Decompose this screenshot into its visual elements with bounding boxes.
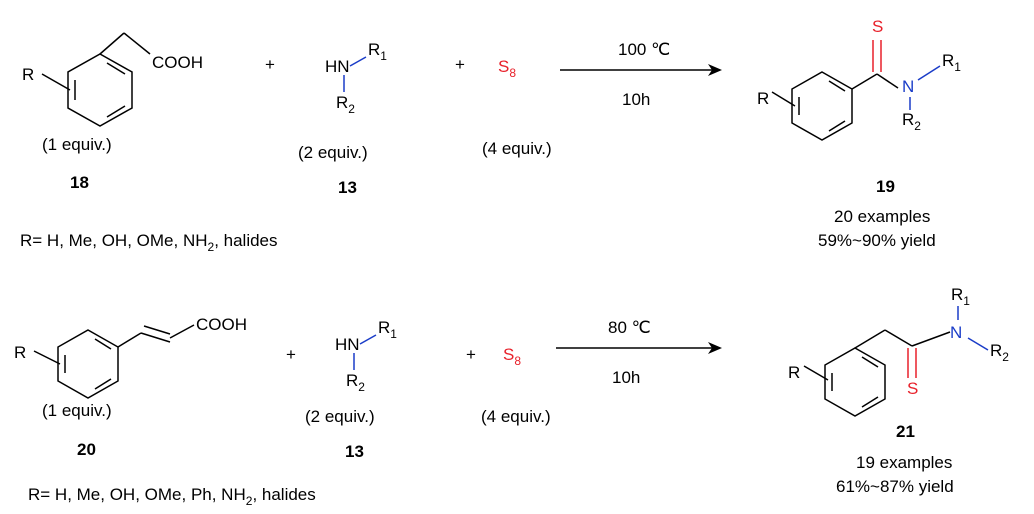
n-label: N — [950, 323, 962, 342]
r-label: R — [788, 363, 800, 382]
r-definition: R= H, Me, OH, OMe, Ph, NH2, halides — [28, 485, 316, 508]
r1-label: R1 — [368, 40, 387, 63]
thione-s-label: S — [907, 379, 918, 398]
cooh-label: COOH — [196, 315, 247, 334]
equiv-amine: (2 equiv.) — [305, 407, 375, 426]
product-19-structure: S N R R1 R2 — [757, 17, 961, 141]
equiv-amine: (2 equiv.) — [298, 143, 368, 162]
thione-s-label: S — [872, 17, 883, 36]
plus-sign: + — [286, 345, 296, 364]
compound-number-18: 18 — [70, 173, 89, 192]
yield-range: 59%~90% yield — [818, 231, 936, 250]
reaction-2: R COOH + HN R1 R2 + S8 80 ℃ 10h — [14, 285, 1009, 508]
reactant-13-structure: HN R1 R2 — [335, 318, 397, 394]
r-label: R — [22, 65, 34, 84]
cooh-label: COOH — [152, 53, 203, 72]
r2-label: R2 — [902, 110, 921, 133]
reactant-18-structure: R COOH — [22, 32, 203, 127]
benzene-ring — [824, 347, 886, 417]
r-label: R — [14, 343, 26, 362]
condition-temperature: 80 ℃ — [608, 318, 651, 337]
equiv-sulfur: (4 equiv.) — [482, 139, 552, 158]
plus-sign: + — [466, 345, 476, 364]
compound-number-21: 21 — [896, 422, 915, 441]
reaction-arrow — [560, 64, 722, 76]
examples-count: 19 examples — [856, 453, 952, 472]
hn-label: HN — [325, 57, 350, 76]
n-label: N — [902, 77, 914, 96]
benzene-ring — [791, 71, 853, 141]
sulfur-s8: S8 — [503, 345, 521, 368]
r2-label: R2 — [346, 371, 365, 394]
plus-sign: + — [455, 55, 465, 74]
compound-number-20: 20 — [77, 440, 96, 459]
product-21-structure: S N R R1 R2 — [788, 285, 1009, 417]
r-label: R — [757, 89, 769, 108]
r1-label: R1 — [951, 285, 970, 308]
benzene-ring — [67, 53, 133, 127]
hn-label: HN — [335, 335, 360, 354]
plus-sign: + — [265, 55, 275, 74]
r2-label: R2 — [336, 93, 355, 116]
r1-label: R1 — [378, 318, 397, 341]
reactant-20-structure: R COOH — [14, 315, 247, 399]
yield-range: 61%~87% yield — [836, 477, 954, 496]
examples-count: 20 examples — [834, 207, 930, 226]
r2-label: R2 — [990, 341, 1009, 364]
sulfur-s8: S8 — [498, 57, 516, 80]
benzene-ring — [57, 329, 119, 399]
r-substituent-bond — [41, 73, 71, 91]
reaction-1: R COOH + HN R1 R2 + S8 100 ℃ 10h — [20, 17, 961, 254]
condition-temperature: 100 ℃ — [618, 40, 670, 59]
r1-label: R1 — [942, 51, 961, 74]
compound-number-13: 13 — [338, 178, 357, 197]
equiv-acid: (1 equiv.) — [42, 401, 112, 420]
compound-number-13: 13 — [345, 442, 364, 461]
condition-time: 10h — [612, 368, 640, 387]
equiv-sulfur: (4 equiv.) — [481, 407, 551, 426]
condition-time: 10h — [622, 90, 650, 109]
equiv-acid: (1 equiv.) — [42, 135, 112, 154]
compound-number-19: 19 — [876, 177, 895, 196]
r-definition: R= H, Me, OH, OMe, NH2, halides — [20, 231, 278, 254]
reactant-13-structure: HN R1 R2 — [325, 40, 387, 116]
reaction-arrow — [556, 342, 722, 354]
